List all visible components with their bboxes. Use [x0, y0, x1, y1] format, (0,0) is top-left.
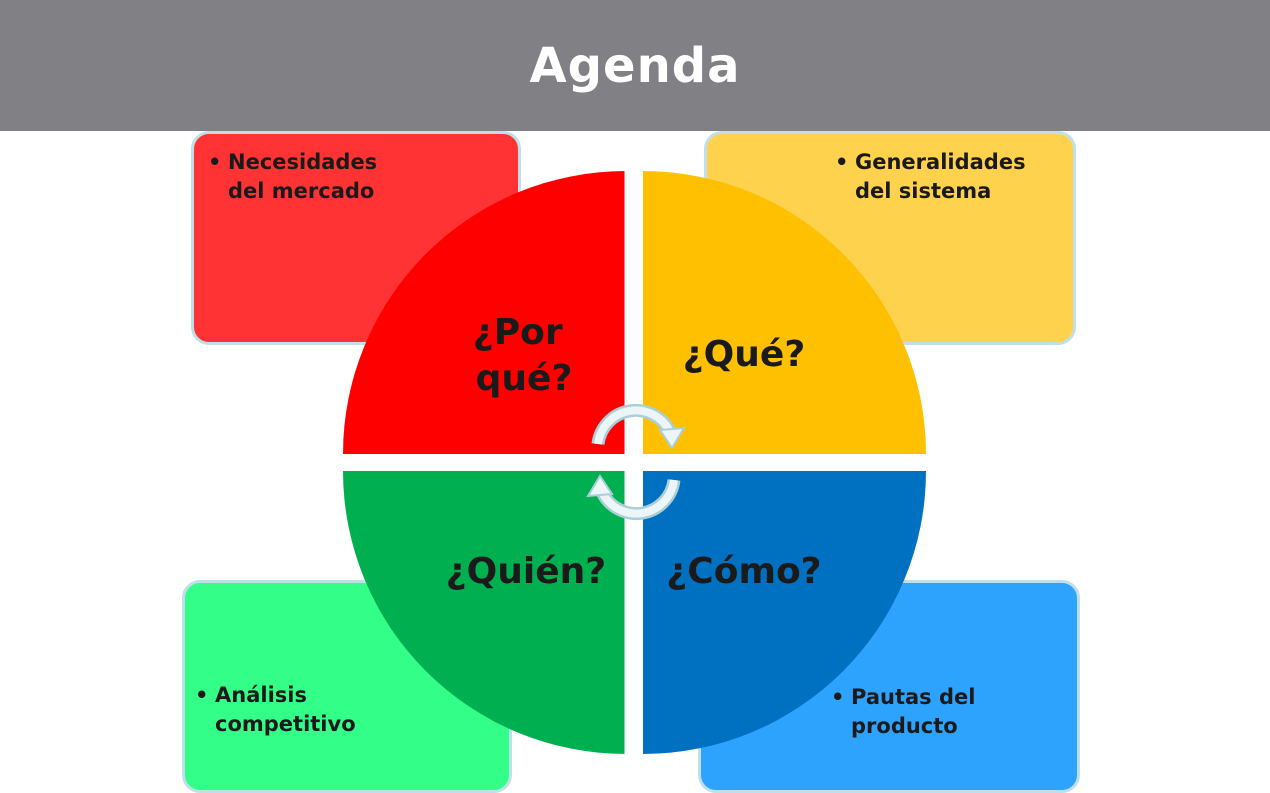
bullet-item: Pautas del producto: [829, 683, 975, 741]
cycle-arrows-icon: [586, 403, 686, 521]
page-title: Agenda: [529, 38, 741, 94]
bullet-list: Necesidades del mercado: [206, 148, 377, 206]
quadrant-label-que: ¿Qué?: [683, 334, 805, 375]
label-line: ¿Por: [473, 312, 563, 353]
quadrant-por-que: [343, 171, 626, 454]
bullet-line: Generalidades: [855, 150, 1026, 174]
bullet-line: competitivo: [215, 712, 356, 736]
quadrant-como: [643, 471, 926, 754]
bullet-line: Pautas del: [851, 685, 976, 709]
bullet-item: Análisis competitivo: [193, 681, 356, 739]
label-line: qué?: [476, 358, 573, 399]
quadrant-label-por-que: ¿Por qué?: [473, 312, 575, 399]
bullet-line: Necesidades: [228, 150, 378, 174]
quadrant-que: [643, 171, 926, 454]
quadrant-label-como: ¿Cómo?: [666, 551, 821, 592]
bullet-list: Generalidades del sistema: [833, 148, 1026, 206]
bullet-item: Necesidades del mercado: [206, 148, 377, 206]
bullet-line: Análisis: [215, 683, 307, 707]
quadrant-quien: [343, 471, 626, 754]
bullet-item: Generalidades del sistema: [833, 148, 1026, 206]
bullet-list: Pautas del producto: [829, 683, 975, 741]
bullet-line: del mercado: [228, 179, 375, 203]
title-bar: Agenda: [0, 0, 1270, 131]
bullet-line: producto: [851, 714, 958, 738]
bullet-list: Análisis competitivo: [193, 681, 356, 739]
bullet-line: del sistema: [855, 179, 992, 203]
quadrant-label-quien: ¿Quién?: [446, 551, 606, 592]
